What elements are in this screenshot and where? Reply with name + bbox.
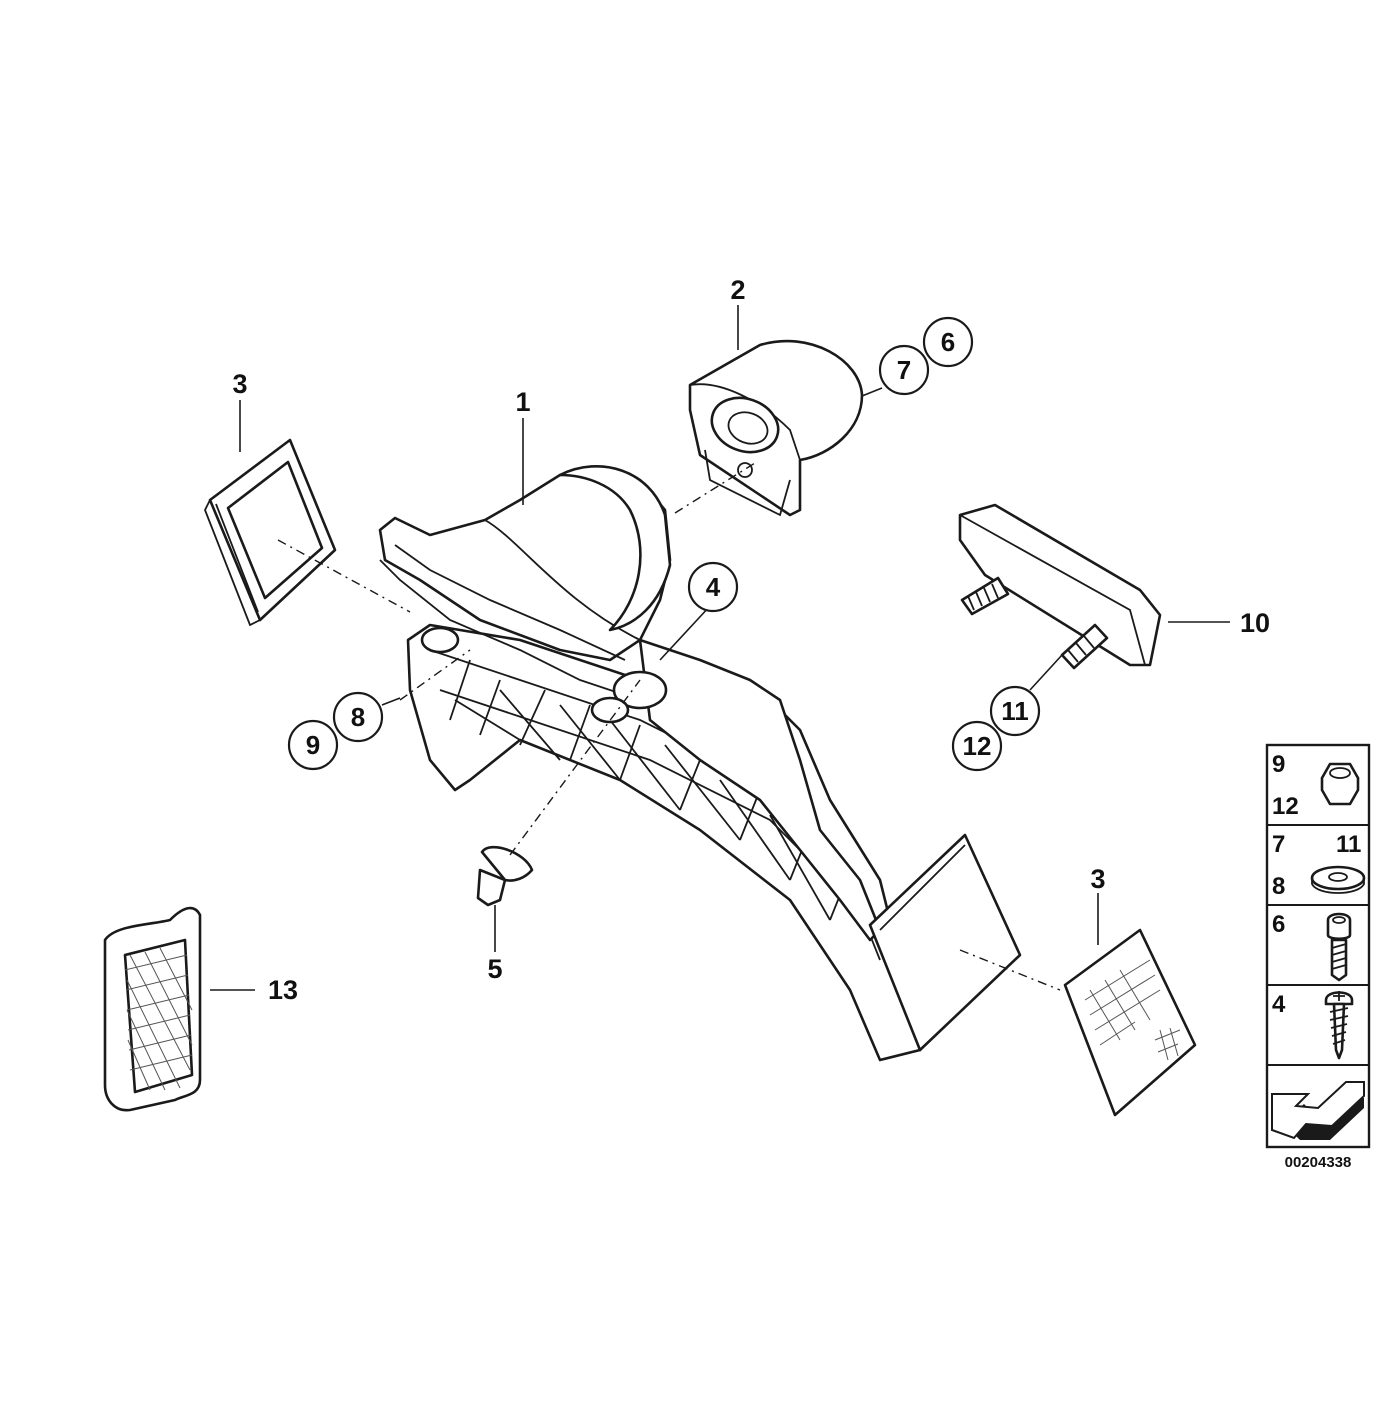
- callout-circle-11: 11: [989, 685, 1041, 737]
- callout-8: 8: [351, 702, 365, 732]
- part-3-left-filter-frame: [204, 438, 337, 627]
- callout-6: 6: [941, 327, 955, 357]
- callout-13: 13: [268, 975, 298, 1005]
- callout-circle-7: 7: [878, 344, 930, 396]
- callout-1: 1: [515, 387, 530, 417]
- legend-12: 12: [1272, 793, 1299, 820]
- legend-9: 9: [1272, 751, 1285, 778]
- callout-3-left: 3: [232, 369, 247, 399]
- callout-4: 4: [706, 572, 721, 602]
- callout-circle-12: 12: [951, 720, 1003, 772]
- hardware-legend: 9 12 7 11 8 6 4: [1265, 743, 1371, 1149]
- screw-icon: [1324, 991, 1354, 1060]
- callout-circle-8: 8: [332, 691, 384, 743]
- callout-circle-9: 9: [287, 719, 339, 771]
- legend-8: 8: [1272, 873, 1285, 900]
- callout-circle-4: 4: [687, 561, 739, 613]
- assembly-lines: [277, 462, 1061, 991]
- legend-7: 7: [1272, 831, 1285, 858]
- part-5-expanding-rivet: [476, 846, 534, 907]
- washer-icon: [1310, 865, 1366, 894]
- callout-5: 5: [487, 954, 502, 984]
- callout-7: 7: [897, 355, 911, 385]
- legend-11: 11: [1336, 831, 1361, 858]
- callout-9: 9: [306, 730, 320, 760]
- leader-lines: [210, 305, 1230, 991]
- callout-11: 11: [1001, 696, 1029, 726]
- diagram-id: 00204338: [1285, 1154, 1352, 1171]
- callout-2: 2: [730, 275, 745, 305]
- main-duct-housing: [378, 465, 1022, 1062]
- part-13-grille: [103, 906, 202, 1112]
- callout-10: 10: [1240, 608, 1270, 638]
- part-2-nozzle-cap: [688, 339, 864, 517]
- callout-3-right: 3: [1090, 864, 1105, 894]
- part-3-right-mesh-filter: [1063, 928, 1197, 1117]
- socket-bolt-icon: [1326, 912, 1352, 982]
- callout-12: 12: [963, 731, 992, 761]
- direction-arrow-icon: [1271, 1081, 1365, 1140]
- legend-4: 4: [1272, 991, 1286, 1018]
- hex-nut-icon: [1320, 762, 1360, 806]
- part-10-plate-with-studs: [958, 503, 1162, 670]
- legend-6: 6: [1272, 911, 1285, 938]
- callout-circle-6: 6: [922, 316, 974, 368]
